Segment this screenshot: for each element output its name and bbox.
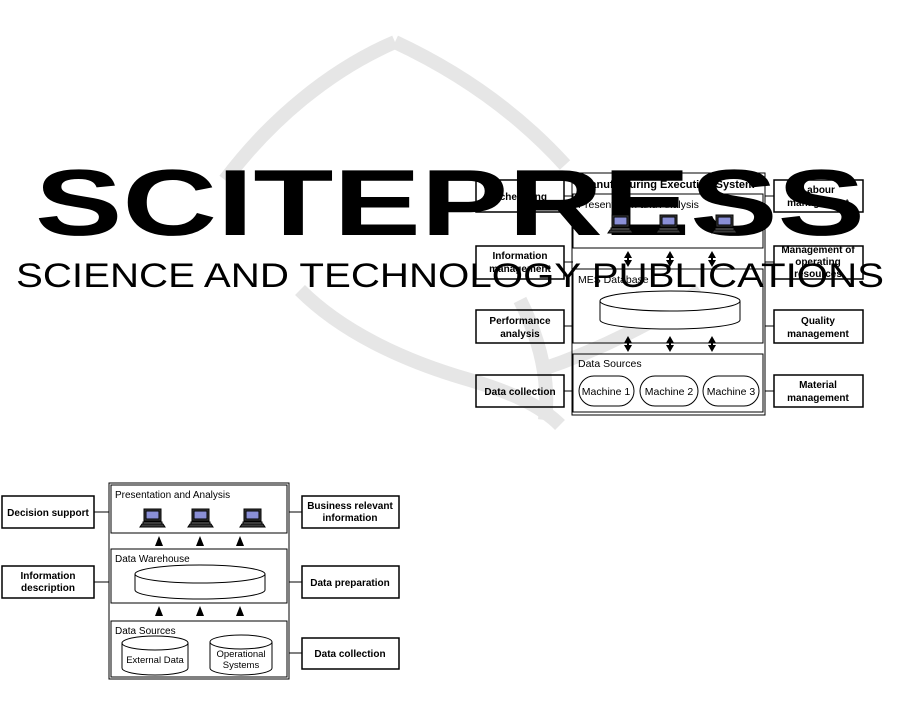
external-data-cylinder-icon [121,635,189,676]
operating-resources-label: Management of [781,245,855,256]
dw-diagram [1,482,400,680]
watermark-title: SCITEPRESS [35,150,865,255]
operational-systems-label: Systems [223,660,260,671]
material-management-label: Material [799,380,837,391]
operational-systems-label: Operational [216,649,265,660]
mes-sources-label: Data Sources [578,358,642,370]
machine-3-node [702,375,760,407]
machine-3-label: Machine 3 [707,386,756,398]
dw-warehouse-label: Data Warehouse [115,554,190,565]
mes-diagram [475,172,864,416]
quality-management-label: management [787,329,849,340]
decision-support-label: Decision support [7,508,89,519]
scheduling-label: Scheduling [493,192,547,203]
pc-icon [139,508,166,528]
operating-resources-label: resources [794,269,842,280]
pc-icon [711,214,738,234]
external-data-label: External Data [126,655,184,666]
pc-icon [239,508,266,528]
double-arrow-icon [624,336,716,352]
mes-frame [571,172,766,416]
information-management-label: management [489,264,551,275]
information-description-label: description [21,583,75,594]
business-relevant-label: information [323,513,378,524]
business-relevant-label: Business relevant [307,501,393,512]
information-description-label: Information [21,571,76,582]
dw-sources-label: Data Sources [115,626,176,637]
dw-database-cylinder-icon [134,564,266,600]
dw-frame [108,482,290,680]
operational-systems-cylinder-icon [209,634,273,676]
information-management-label: Information [493,251,548,262]
data-preparation-label: Data preparation [310,578,389,589]
machine-1-label: Machine 1 [582,386,631,398]
mes-sources-box [572,353,764,413]
dw-presentation-label: Presentation and Analysis [115,490,230,501]
dw-presentation-box [110,484,288,534]
labour-management-label: Labour [801,185,835,196]
double-arrow-icon [624,251,716,267]
performance-analysis-label: Performance [489,316,551,327]
pc-icon [187,508,214,528]
dw-labels: Presentation and Analysis Data Warehouse… [7,490,393,671]
performance-analysis-label: analysis [500,329,540,340]
mes-presentation-label: Presentation and Analysis [578,199,699,211]
machine-1-node [578,375,635,407]
dw-sources-box [110,620,288,678]
up-arrow-icon [155,536,244,546]
mes-data-collection-label: Data collection [484,387,555,398]
material-management-label: management [787,393,849,404]
watermark: SCITEPRESS SCIENCE AND TECHNOLOGY PUBLIC… [16,35,884,431]
machine-2-node [639,375,699,407]
machine-2-label: Machine 2 [645,386,694,398]
dw-data-collection-label: Data collection [314,649,385,660]
operating-resources-label: operating [795,257,841,268]
pc-icon [655,214,682,234]
mes-presentation-box [572,193,764,249]
pc-icon [607,214,634,234]
mes-database-label: MES Database [578,274,649,286]
labour-management-label: management [787,198,849,209]
up-arrow-icon [155,606,244,616]
mes-labels: Manufacturing Execution System Presentat… [484,179,855,404]
mes-database-cylinder-icon [599,290,741,330]
watermark-subtitle: SCIENCE AND TECHNOLOGY PUBLICATIONS [16,257,884,295]
quality-management-label: Quality [801,316,835,327]
mes-title: Manufacturing Execution System [581,179,755,191]
dw-warehouse-box [110,548,288,604]
